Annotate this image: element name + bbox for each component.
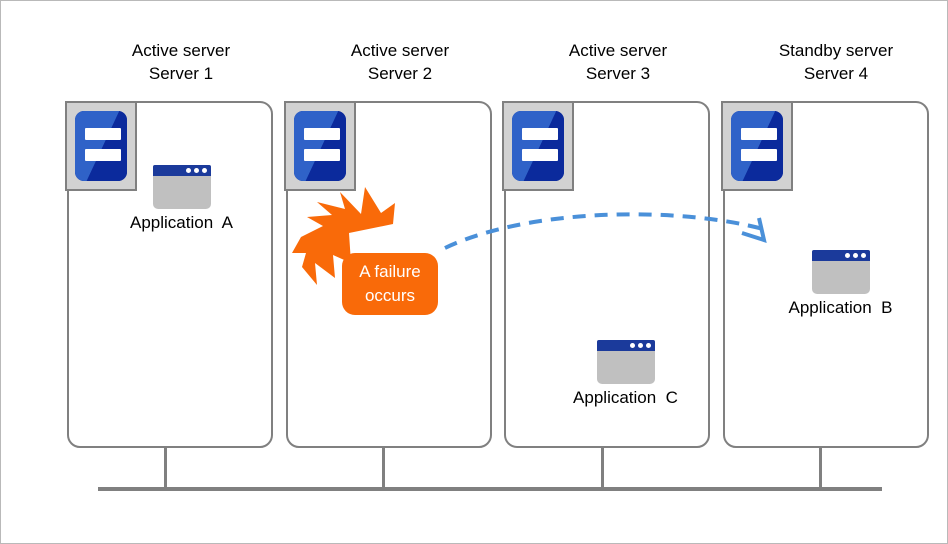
failure-text-line1: A failure bbox=[359, 262, 421, 281]
server-column-title-2: Active server Server 2 bbox=[295, 39, 505, 85]
server-name-label-2: Server 2 bbox=[367, 64, 433, 83]
app-window-icon-c bbox=[596, 340, 655, 384]
server-icon-body-2 bbox=[294, 111, 346, 181]
server-name-label-1: Server 1 bbox=[148, 64, 214, 83]
server-column-title-3: Active server Server 3 bbox=[513, 39, 723, 85]
server-role-label-4: Standby server bbox=[778, 41, 894, 60]
application-c[interactable]: Application C bbox=[563, 340, 688, 408]
bus-connector-1 bbox=[164, 448, 167, 490]
app-titlebar-b bbox=[811, 250, 870, 261]
server-icon-bar-1a bbox=[85, 128, 121, 140]
application-c-label: Application C bbox=[573, 388, 678, 407]
server-icon-highlight-4 bbox=[731, 111, 783, 181]
server-icon-bar-2b bbox=[304, 149, 340, 161]
app-window-icon-b bbox=[811, 250, 870, 294]
server-icon-3 bbox=[502, 101, 574, 191]
application-a[interactable]: Application A bbox=[119, 165, 244, 233]
failure-badge[interactable]: A failure occurs bbox=[342, 253, 438, 315]
server-icon-bar-3b bbox=[522, 149, 558, 161]
network-bus-icon bbox=[98, 487, 882, 491]
server-icon-2 bbox=[284, 101, 356, 191]
server-icon-4 bbox=[721, 101, 793, 191]
server-icon-highlight-1 bbox=[75, 111, 127, 181]
server-icon-bar-3a bbox=[522, 128, 558, 140]
bus-connector-4 bbox=[819, 448, 822, 490]
server-icon-bar-1b bbox=[85, 149, 121, 161]
app-window-icon-a bbox=[152, 165, 211, 209]
server-name-label-4: Server 4 bbox=[803, 64, 869, 83]
server-role-label-2: Active server bbox=[350, 41, 450, 60]
bus-connector-2 bbox=[382, 448, 385, 490]
server-name-label-3: Server 3 bbox=[585, 64, 651, 83]
server-icon-bar-2a bbox=[304, 128, 340, 140]
server-column-title-1: Active server Server 1 bbox=[76, 39, 286, 85]
app-titlebar-a bbox=[152, 165, 211, 176]
app-titlebar-c bbox=[596, 340, 655, 351]
server-icon-highlight-3 bbox=[512, 111, 564, 181]
server-role-label-3: Active server bbox=[568, 41, 668, 60]
server-column-title-4: Standby server Server 4 bbox=[731, 39, 941, 85]
app-window-dots-b bbox=[844, 253, 866, 258]
server-icon-body-1 bbox=[75, 111, 127, 181]
server-icon-bar-4b bbox=[741, 149, 777, 161]
app-window-dots-c bbox=[629, 343, 651, 348]
application-b[interactable]: Application B bbox=[778, 250, 903, 318]
bus-connector-3 bbox=[601, 448, 604, 490]
failure-text-line2: occurs bbox=[364, 286, 416, 305]
application-b-label: Application B bbox=[788, 298, 893, 317]
server-icon-body-3 bbox=[512, 111, 564, 181]
server-icon-1 bbox=[65, 101, 137, 191]
app-window-dots-a bbox=[185, 168, 207, 173]
server-icon-body-4 bbox=[731, 111, 783, 181]
server-icon-highlight-2 bbox=[294, 111, 346, 181]
application-a-label: Application A bbox=[129, 213, 233, 232]
server-role-label-1: Active server bbox=[131, 41, 231, 60]
server-icon-bar-4a bbox=[741, 128, 777, 140]
